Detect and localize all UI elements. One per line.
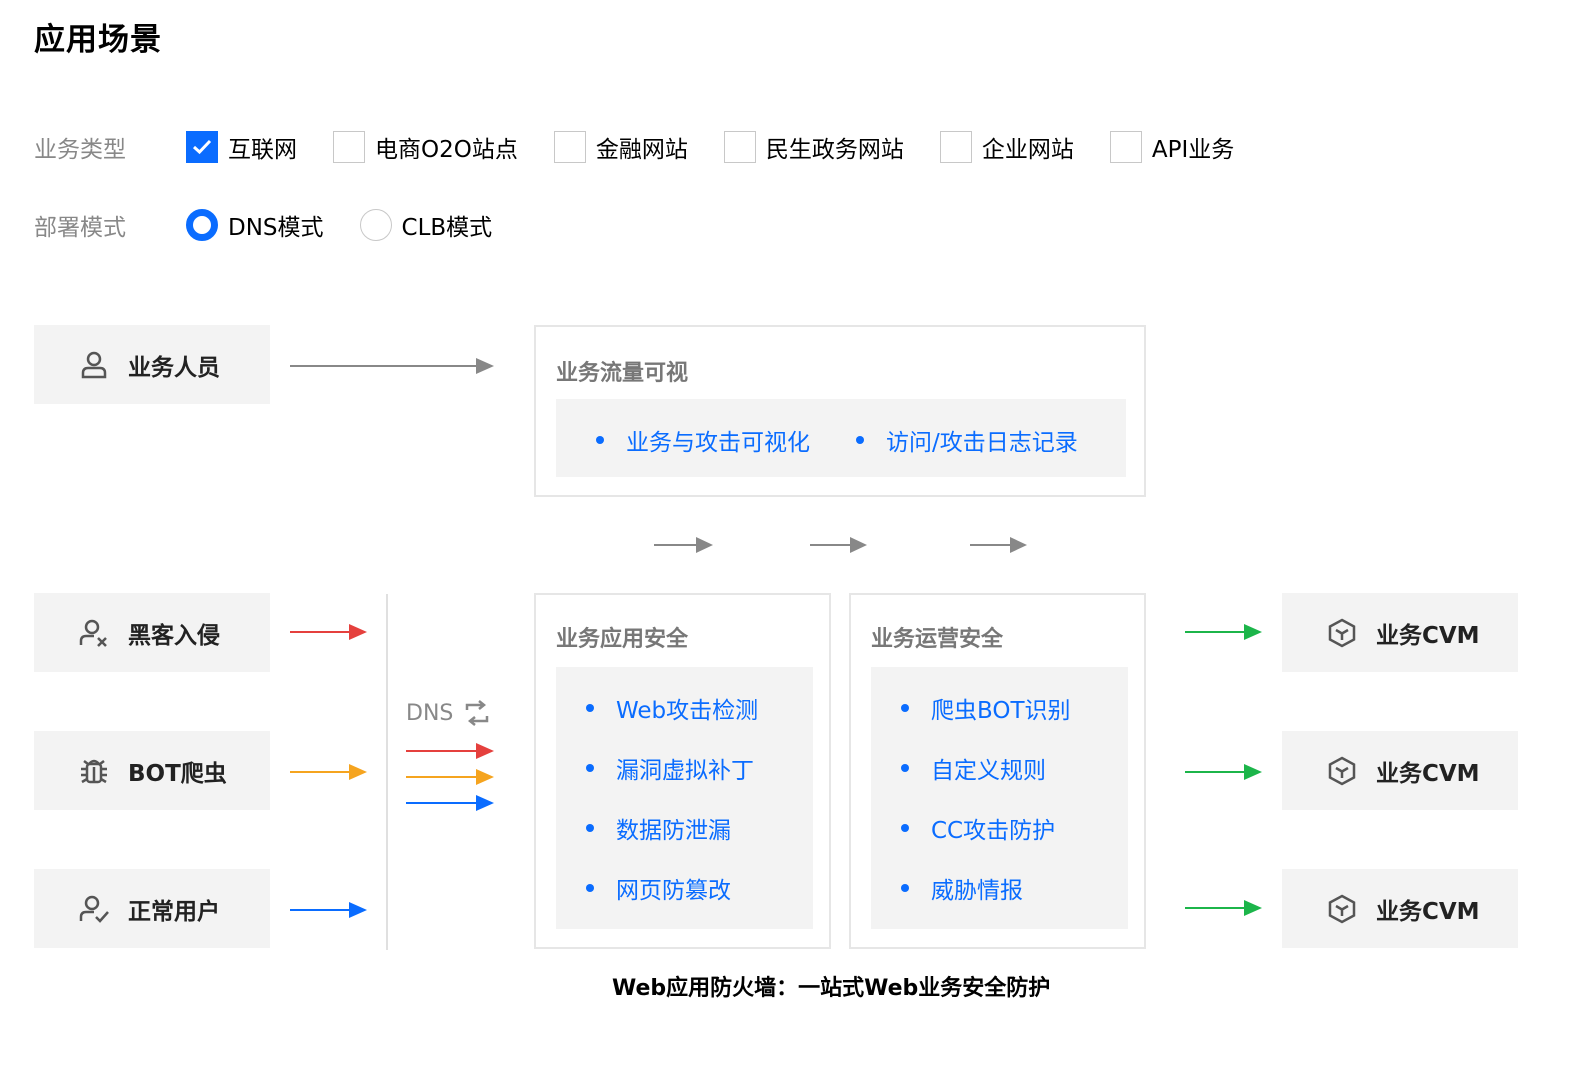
source-label: BOT爬虫 <box>128 760 227 787</box>
arrow-red <box>290 624 367 640</box>
target-label: 业务CVM <box>1376 622 1480 649</box>
option-finance[interactable]: 金融网站 <box>553 130 688 164</box>
option-api[interactable]: API业务 <box>1109 130 1235 164</box>
arrow-green <box>1185 624 1262 640</box>
bug-icon <box>81 759 107 783</box>
option-ecommerce[interactable]: 电商O2O站点 <box>333 130 518 164</box>
target-label: 业务CVM <box>1376 898 1480 925</box>
panel-title: 业务运营安全 <box>871 627 1004 652</box>
radio-selected-icon[interactable] <box>186 209 218 241</box>
checkbox-icon[interactable] <box>723 131 756 163</box>
panel-content: Web攻击检测 漏洞虚拟补丁 数据防泄漏 网页防篡改 <box>556 667 813 929</box>
cvm-cube-icon <box>1328 756 1356 785</box>
arrow-red <box>406 743 494 759</box>
option-label: CLB模式 <box>401 215 493 241</box>
option-government[interactable]: 民生政务网站 <box>723 130 904 164</box>
deploy-mode-label: 部署模式 <box>34 215 126 241</box>
feature-item[interactable]: 业务与攻击可视化 <box>596 423 810 457</box>
arrow-gray <box>810 537 867 553</box>
target-cvm: 业务CVM <box>1282 869 1518 948</box>
arrow-blue <box>406 795 494 811</box>
deploy-mode-filter: 部署模式 DNS模式 CLB模式 <box>34 208 528 242</box>
arrow-gray <box>970 537 1027 553</box>
checkbox-checked-icon[interactable] <box>186 131 218 163</box>
arrow-green <box>1185 764 1262 780</box>
user-icon <box>81 351 107 378</box>
traffic-visibility-panel: 业务流量可视 业务与攻击可视化 访问/攻击日志记录 <box>534 325 1146 497</box>
option-label: DNS模式 <box>228 215 324 241</box>
target-label: 业务CVM <box>1376 760 1480 787</box>
option-label: 电商O2O站点 <box>375 137 518 163</box>
source-label: 正常用户 <box>128 898 220 925</box>
feature-item[interactable]: CC攻击防护 <box>901 811 1055 845</box>
checkbox-icon[interactable] <box>939 131 972 163</box>
page-title: 应用场景 <box>34 22 162 58</box>
source-business-staff: 业务人员 <box>34 325 270 404</box>
cvm-cube-icon <box>1328 894 1356 923</box>
source-hacker: 黑客入侵 <box>34 593 270 672</box>
feature-item[interactable]: 网页防篡改 <box>586 871 731 905</box>
ops-security-panel: 业务运营安全 爬虫BOT识别 自定义规则 CC攻击防护 威胁情报 <box>849 593 1146 949</box>
feature-item[interactable]: 爬虫BOT识别 <box>901 691 1071 725</box>
option-label: 互联网 <box>228 137 297 163</box>
business-type-filter: 业务类型 互联网 电商O2O站点 金融网站 民生政务网站 企业网站 API业务 <box>34 130 1270 164</box>
option-dns-mode[interactable]: DNS模式 <box>186 208 324 242</box>
arrow-gray <box>654 537 713 553</box>
cvm-cube-icon <box>1328 618 1356 647</box>
feature-item[interactable]: Web攻击检测 <box>586 691 758 725</box>
refresh-icon <box>466 700 489 726</box>
option-label: 企业网站 <box>981 137 1074 163</box>
feature-item[interactable]: 访问/攻击日志记录 <box>856 423 1078 457</box>
source-normal-user: 正常用户 <box>34 869 270 948</box>
arrow-blue <box>290 902 367 918</box>
option-label: 民生政务网站 <box>765 137 904 163</box>
verified-user-icon <box>79 895 109 923</box>
arrow-orange <box>406 769 494 785</box>
checkbox-icon[interactable] <box>333 131 365 163</box>
target-cvm: 业务CVM <box>1282 731 1518 810</box>
option-internet[interactable]: 互联网 <box>186 130 297 164</box>
panel-title: 业务流量可视 <box>556 361 689 386</box>
source-label: 黑客入侵 <box>128 622 220 649</box>
source-label: 业务人员 <box>128 354 220 381</box>
checkbox-icon[interactable] <box>1109 131 1142 163</box>
feature-item[interactable]: 自定义规则 <box>901 751 1046 785</box>
checkbox-icon[interactable] <box>553 131 586 163</box>
business-type-label: 业务类型 <box>34 137 126 163</box>
option-label: 金融网站 <box>595 137 688 163</box>
option-clb-mode[interactable]: CLB模式 <box>359 208 493 242</box>
option-enterprise[interactable]: 企业网站 <box>939 130 1074 164</box>
feature-item[interactable]: 威胁情报 <box>901 871 1023 905</box>
app-security-panel: 业务应用安全 Web攻击检测 漏洞虚拟补丁 数据防泄漏 网页防篡改 <box>534 593 831 949</box>
arrow-green <box>1185 900 1262 916</box>
arrow-gray <box>290 358 494 374</box>
target-cvm: 业务CVM <box>1282 593 1518 672</box>
source-bot: BOT爬虫 <box>34 731 270 810</box>
option-label: API业务 <box>1151 137 1235 163</box>
arrow-orange <box>290 764 367 780</box>
diagram-caption: Web应用防火墙：一站式Web业务安全防护 <box>612 976 1051 1001</box>
radio-icon[interactable] <box>359 209 392 241</box>
dns-label: DNS <box>406 700 491 726</box>
dns-divider <box>386 594 388 950</box>
hacker-user-icon <box>79 619 107 647</box>
feature-item[interactable]: 漏洞虚拟补丁 <box>586 751 754 785</box>
feature-item[interactable]: 数据防泄漏 <box>586 811 731 845</box>
panel-content: 业务与攻击可视化 访问/攻击日志记录 <box>556 399 1126 477</box>
panel-title: 业务应用安全 <box>556 627 689 652</box>
panel-content: 爬虫BOT识别 自定义规则 CC攻击防护 威胁情报 <box>871 667 1128 929</box>
